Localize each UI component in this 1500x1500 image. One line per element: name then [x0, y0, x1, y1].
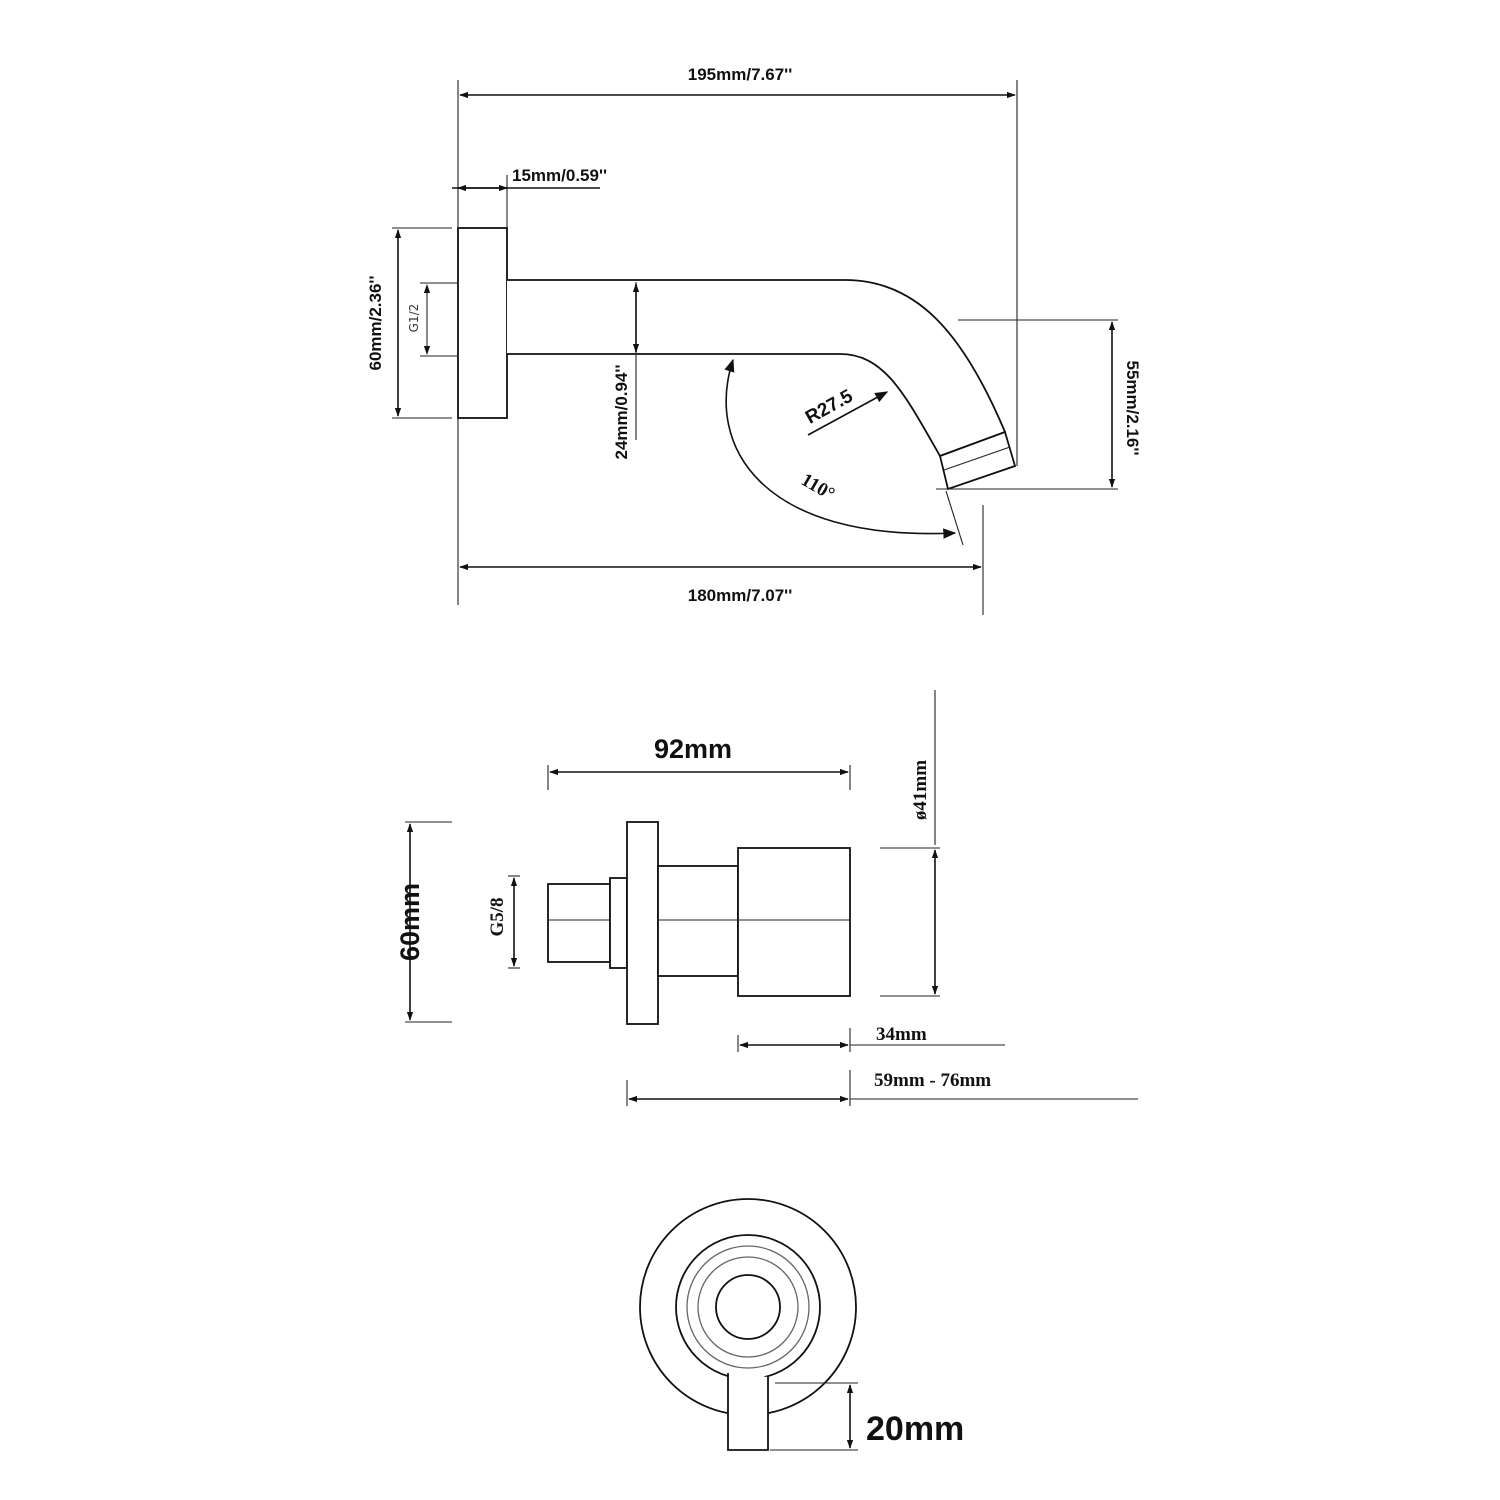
- valve-neck: [657, 865, 739, 977]
- angle-ext-line: [945, 490, 964, 546]
- flange-height-label: 60mm/2.36'': [366, 275, 385, 370]
- side-thread-label: G5/8: [487, 897, 508, 936]
- angle-label: 110°: [797, 469, 838, 505]
- spout-width-label: 20mm: [866, 1410, 964, 1448]
- thread-stub: [547, 883, 611, 963]
- adjust-range-label: 59mm - 76mm: [874, 1070, 991, 1091]
- height-label: 60mm: [395, 883, 425, 961]
- valve-side-view: 92mm 60mm G5/8 ø41mm 34mm 59mm - 76mm: [395, 690, 1138, 1106]
- bend-radius-label: R27.5: [802, 386, 857, 429]
- thread-label: G1/2: [407, 304, 421, 333]
- drop-label: 55mm/2.16'': [1123, 360, 1142, 455]
- front-handle: [727, 1373, 769, 1451]
- valve-handle: [737, 847, 851, 997]
- flange-thickness-label: 15mm/0.59'': [512, 166, 607, 185]
- aerator-ring-middle: [697, 1256, 799, 1358]
- valve-flange: [626, 821, 659, 1025]
- spout-pipe: [507, 279, 1007, 458]
- diameter-label: ø41mm: [910, 760, 931, 820]
- front-face-view: 20mm: [639, 1198, 964, 1451]
- overall-length-label: 195mm/7.67'': [688, 65, 793, 84]
- spout-profile-view: 195mm/7.67'' 15mm/0.59'' 60mm/2.36'' G1/…: [366, 65, 1142, 615]
- length-label: 92mm: [654, 734, 732, 764]
- wall-flange: [457, 227, 508, 419]
- aerator-ring-outer: [686, 1245, 810, 1369]
- projection-label: 180mm/7.07'': [688, 586, 793, 605]
- angle-arc: [724, 358, 957, 539]
- pipe-diameter-label: 24mm/0.94'': [612, 364, 631, 459]
- aerator-center: [715, 1274, 781, 1340]
- lock-nut: [609, 877, 628, 969]
- body-length-label: 34mm: [876, 1024, 927, 1045]
